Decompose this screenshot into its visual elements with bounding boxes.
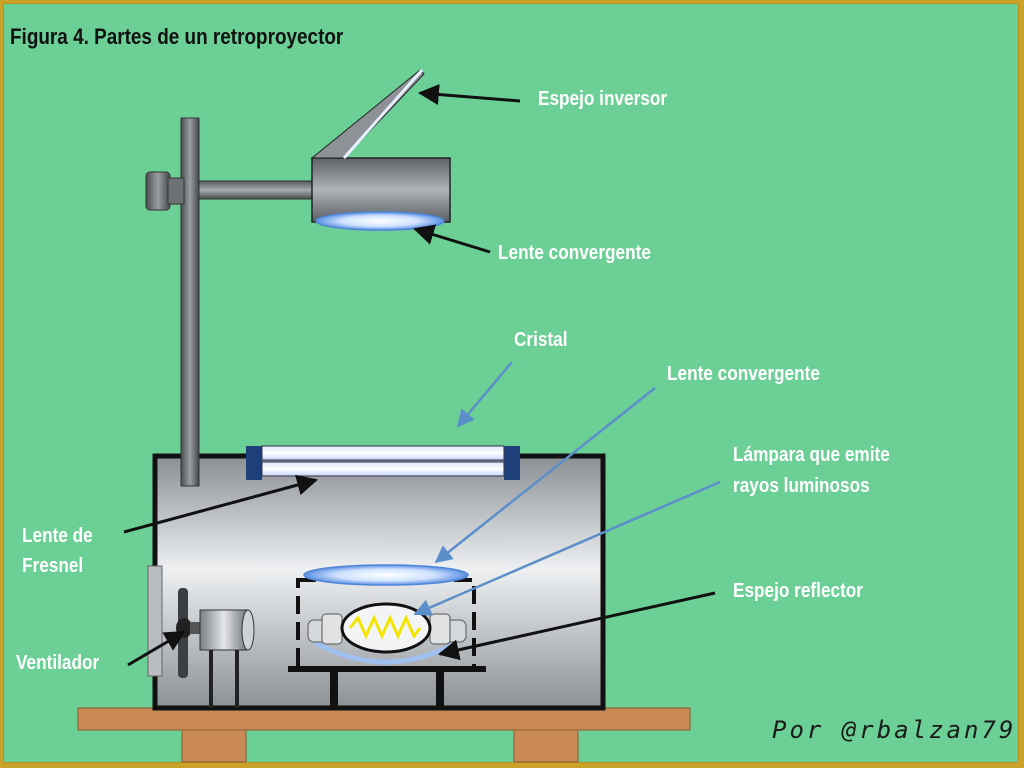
lamp-filament [348,614,422,640]
arrow-lente-fresnel [123,474,319,534]
label-lente-fresnel-line1: Lente de [22,525,93,547]
arrow-lampara [413,480,721,616]
author-signature: Por @rbalzan79 [772,716,1017,744]
fan [176,588,255,708]
label-cristal: Cristal [514,329,568,351]
figure-title: Figura 4. Partes de un retroproyector [10,24,344,49]
arrow-espejo-reflector [437,591,716,661]
side-lens-strip [147,565,163,677]
lower-convergent-lens [303,564,469,586]
inverting-mirror [342,69,424,159]
label-ventilador: Ventilador [16,652,100,674]
adjustment-knob [145,171,185,211]
support-arm [198,180,314,200]
arrow-espejo-inversor [417,84,521,105]
label-espejo-reflector: Espejo reflector [733,580,864,602]
arrow-cristal [456,361,513,428]
arrow-lente-convergente-top [412,224,491,254]
label-lente-fresnel-line2: Fresnel [22,555,84,577]
label-espejo-inversor: Espejo inversor [538,88,668,110]
label-lente-convergente-mid: Lente convergente [667,363,820,385]
label-lampara-line1: Lámpara que emite [733,444,890,466]
support-pole [180,117,200,487]
lamp [307,602,467,654]
glass-plate [246,445,520,480]
wooden-base [77,707,691,763]
callout-arrows [123,84,721,667]
arrow-lente-convergente-mid [434,387,656,564]
label-lampara-line2: rayos luminosos [733,475,870,497]
label-lente-convergente-top: Lente convergente [498,242,651,264]
arrow-ventilador [127,630,186,667]
top-convergent-lens [315,211,445,231]
projection-head [310,69,451,223]
